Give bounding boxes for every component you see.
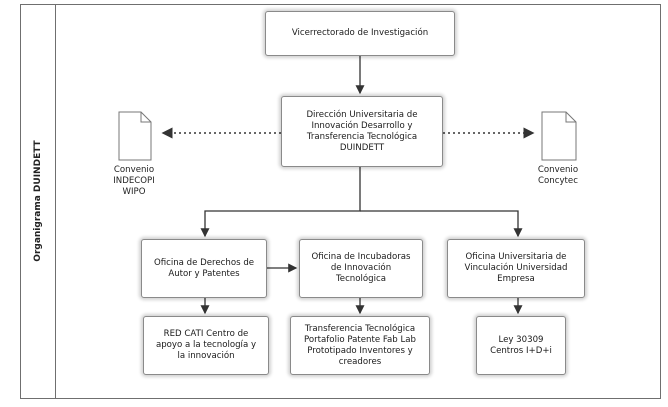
node-vicerrectorado: Vicerrectorado de Investigación [265,11,455,56]
node-vicerrectorado-label: Vicerrectorado de Investigación [291,28,429,38]
node-direccion-label: Dirección Universitaria de Innovación De… [306,109,418,153]
document-label-left: Convenio INDECOPI WIPO [113,165,155,197]
document-icon-right [541,111,577,161]
node-direccion: Dirección Universitaria de Innovación De… [281,96,443,167]
node-oficina-derechos-label: Oficina de Derechos de Autor y Patentes [153,257,255,279]
document-icon-left [118,111,152,161]
node-red-cati-label: RED CATI Centro de apoyo a la tecnología… [155,329,257,361]
node-oficina-vinculacion-label: Oficina Universitaria de Vinculación Uni… [464,252,568,284]
swimlane-header [20,4,56,399]
node-transferencia-label: Transferencia Tecnológica Portafolio Pat… [303,323,417,367]
node-ley: Ley 30309 Centros I+D+i [476,316,566,375]
node-red-cati: RED CATI Centro de apoyo a la tecnología… [143,316,269,375]
node-oficina-incubadoras: Oficina de Incubadoras de Innovación Tec… [299,239,423,298]
edge-direccion-offices [200,167,361,238]
node-ley-label: Ley 30309 Centros I+D+i [490,334,552,356]
diagram-frame [20,4,661,399]
node-oficina-incubadoras-label: Oficina de Incubadoras de Innovación Tec… [311,252,411,284]
node-transferencia: Transferencia Tecnológica Portafolio Pat… [290,316,430,375]
node-oficina-vinculacion: Oficina Universitaria de Vinculación Uni… [447,239,585,298]
node-oficina-derechos: Oficina de Derechos de Autor y Patentes [141,239,267,298]
document-label-right: Convenio Concytec [537,165,579,186]
